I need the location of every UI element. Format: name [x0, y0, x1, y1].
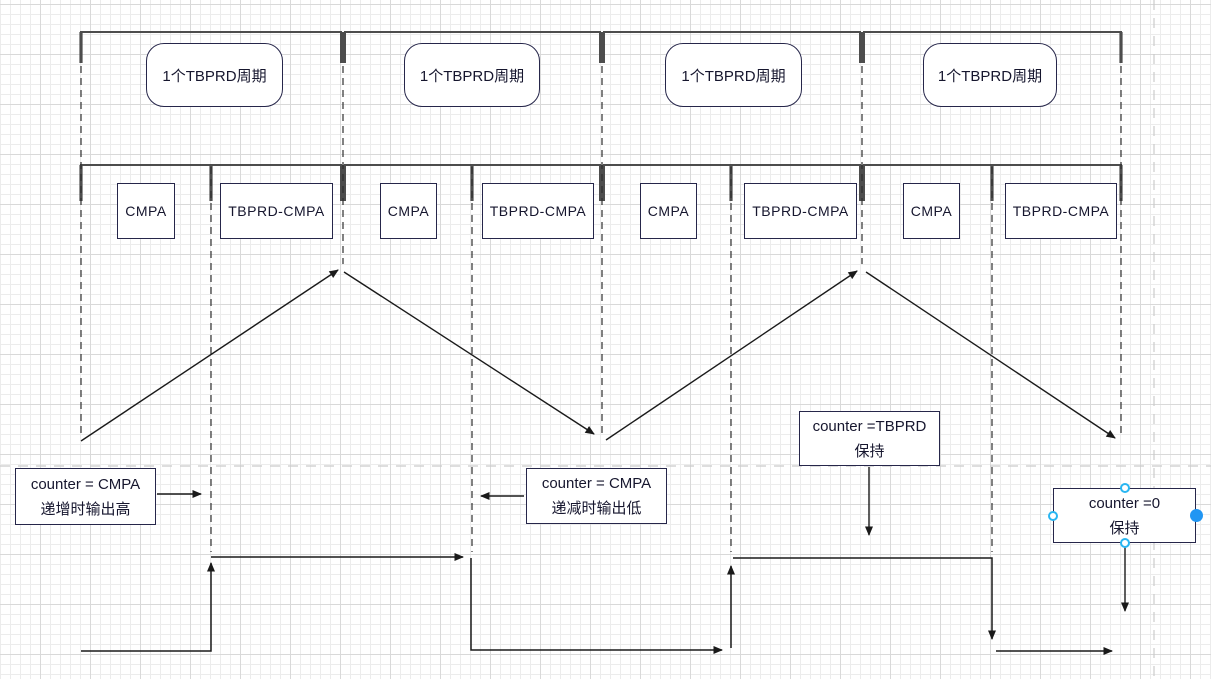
cmpa-box[interactable]: CMPA [117, 183, 175, 239]
callout-line1: counter =TBPRD [812, 417, 927, 435]
compare-divider-dashed-lines[interactable] [210, 167, 993, 552]
pwm-output-waveform[interactable] [81, 553, 1113, 655]
cmpa-label: CMPA [387, 203, 430, 219]
callout-cmpa-down-low[interactable]: counter = CMPA 递减时输出低 [526, 468, 667, 524]
selection-handle-top[interactable] [1119, 483, 1130, 493]
tbprd-cmpa-box[interactable]: TBPRD-CMPA [482, 183, 594, 239]
callout-zero-hold[interactable]: counter =0 保持 [1053, 488, 1196, 543]
callout-line1: counter = CMPA [541, 475, 652, 492]
callout-line2: 递增时输出高 [40, 500, 131, 518]
tbprd-cmpa-label: TBPRD-CMPA [489, 203, 587, 219]
tbprd-cmpa-box[interactable]: TBPRD-CMPA [1005, 183, 1117, 239]
top-period-brackets[interactable] [79, 31, 1123, 63]
period-label-box[interactable]: 1个TBPRD周期 [923, 43, 1057, 107]
cmpa-label: CMPA [647, 203, 690, 219]
canvas-bottom-edge [0, 679, 1211, 685]
callout-line2: 保持 [854, 442, 885, 460]
period-label: 1个TBPRD周期 [937, 67, 1043, 85]
callout-line2: 保持 [1109, 519, 1140, 537]
period-label: 1个TBPRD周期 [681, 67, 786, 85]
selection-handle-left[interactable] [1048, 510, 1058, 521]
tbprd-cmpa-label: TBPRD-CMPA [1012, 203, 1110, 219]
tbprd-cmpa-label: TBPRD-CMPA [752, 203, 849, 219]
selection-handle-bottom[interactable] [1119, 538, 1130, 548]
cmpa-label: CMPA [910, 203, 953, 219]
cmpa-box[interactable]: CMPA [380, 183, 437, 239]
callout-line2: 递减时输出低 [551, 500, 642, 517]
cmpa-label: CMPA [125, 203, 167, 219]
period-label: 1个TBPRD周期 [419, 67, 525, 85]
cmpa-box[interactable]: CMPA [640, 183, 697, 239]
callout-line1: counter =0 [1088, 494, 1161, 512]
tbprd-cmpa-box[interactable]: TBPRD-CMPA [744, 183, 857, 239]
tbprd-cmpa-box[interactable]: TBPRD-CMPA [220, 183, 333, 239]
period-label-box[interactable]: 1个TBPRD周期 [404, 43, 540, 107]
period-label: 1个TBPRD周期 [162, 67, 267, 85]
callout-arrows[interactable] [157, 467, 1129, 612]
callout-tbprd-hold[interactable]: counter =TBPRD 保持 [799, 411, 940, 466]
period-label-box[interactable]: 1个TBPRD周期 [665, 43, 802, 107]
selection-handle-right-solid[interactable] [1189, 509, 1203, 522]
cmpa-box[interactable]: CMPA [903, 183, 960, 239]
callout-line1: counter = CMPA [30, 475, 141, 493]
period-label-box[interactable]: 1个TBPRD周期 [146, 43, 283, 107]
counter-triangle-waveform[interactable] [80, 269, 1116, 442]
callout-cmpa-up-high[interactable]: counter = CMPA 递增时输出高 [15, 468, 156, 525]
tbprd-cmpa-label: TBPRD-CMPA [228, 203, 325, 219]
period-divider-dashed-lines[interactable] [80, 66, 1122, 434]
